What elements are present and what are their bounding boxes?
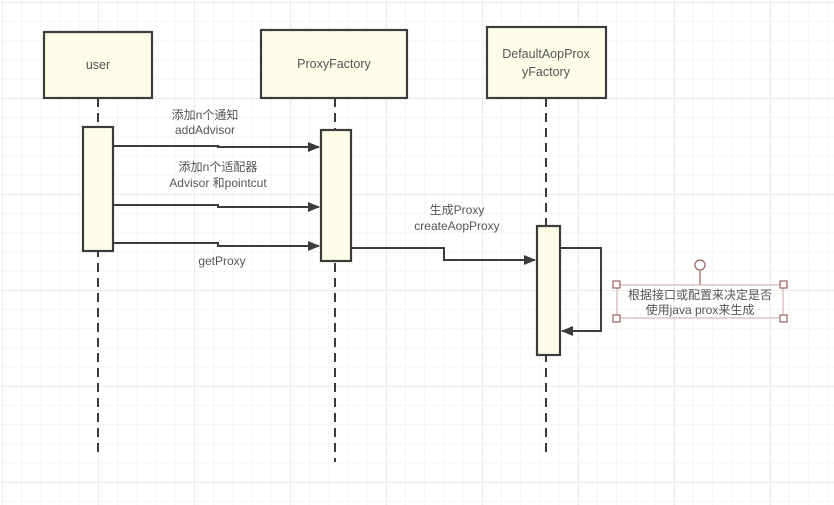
message-add-advisor-label-line-1: 添加n个通知 <box>172 108 239 122</box>
resize-handle-top-right[interactable] <box>779 280 788 289</box>
participant-default-aop-proxy-factory-label-line-1: DefaultAopProx <box>502 47 590 61</box>
resize-handle-top-left[interactable] <box>612 280 621 289</box>
message-create-aop-proxy[interactable]: 生成Proxy createAopProxy <box>351 203 536 265</box>
activation-proxy-factory[interactable] <box>319 128 353 263</box>
activation-user[interactable] <box>81 125 115 253</box>
note-label-line-1: 根据接口或配置来决定是否 <box>628 287 772 302</box>
message-create-aop-proxy-label-line-2: createAopProxy <box>414 219 499 233</box>
participant-proxy-factory-label: ProxyFactory <box>297 57 371 71</box>
message-get-proxy[interactable]: getProxy <box>113 241 320 268</box>
message-add-advisor[interactable]: 添加n个通知 addAdvisor <box>113 108 320 152</box>
note-selection-border <box>616 284 784 319</box>
participant-default-aop-proxy-factory[interactable]: DefaultAopProx yFactory <box>485 25 608 100</box>
message-create-aop-proxy-label-line-1: 生成Proxy <box>430 203 485 217</box>
message-add-advisor-pointcut[interactable]: 添加n个适配器 Advisor 和pointcut <box>113 160 320 212</box>
rotate-handle[interactable] <box>694 259 706 271</box>
message-add-advisor-pointcut-label-line-2: Advisor 和pointcut <box>169 176 267 190</box>
resize-handle-bottom-left[interactable] <box>612 314 621 323</box>
note-label-line-2: 使用java prox来生成 <box>646 302 755 317</box>
message-get-proxy-label: getProxy <box>198 254 245 268</box>
message-add-advisor-label-line-2: addAdvisor <box>175 123 235 137</box>
participant-user[interactable]: user <box>42 30 154 100</box>
activation-default-aop-proxy-factory[interactable] <box>535 224 562 357</box>
message-self-call[interactable] <box>560 247 602 336</box>
resize-handle-bottom-right[interactable] <box>779 314 788 323</box>
note-decision[interactable]: 根据接口或配置来决定是否 使用java prox来生成 <box>612 259 788 323</box>
participant-proxy-factory[interactable]: ProxyFactory <box>259 28 409 100</box>
participant-user-label: user <box>86 58 110 72</box>
participant-default-aop-proxy-factory-label-line-2: yFactory <box>522 65 571 79</box>
message-add-advisor-pointcut-label-line-1: 添加n个适配器 <box>179 160 258 174</box>
